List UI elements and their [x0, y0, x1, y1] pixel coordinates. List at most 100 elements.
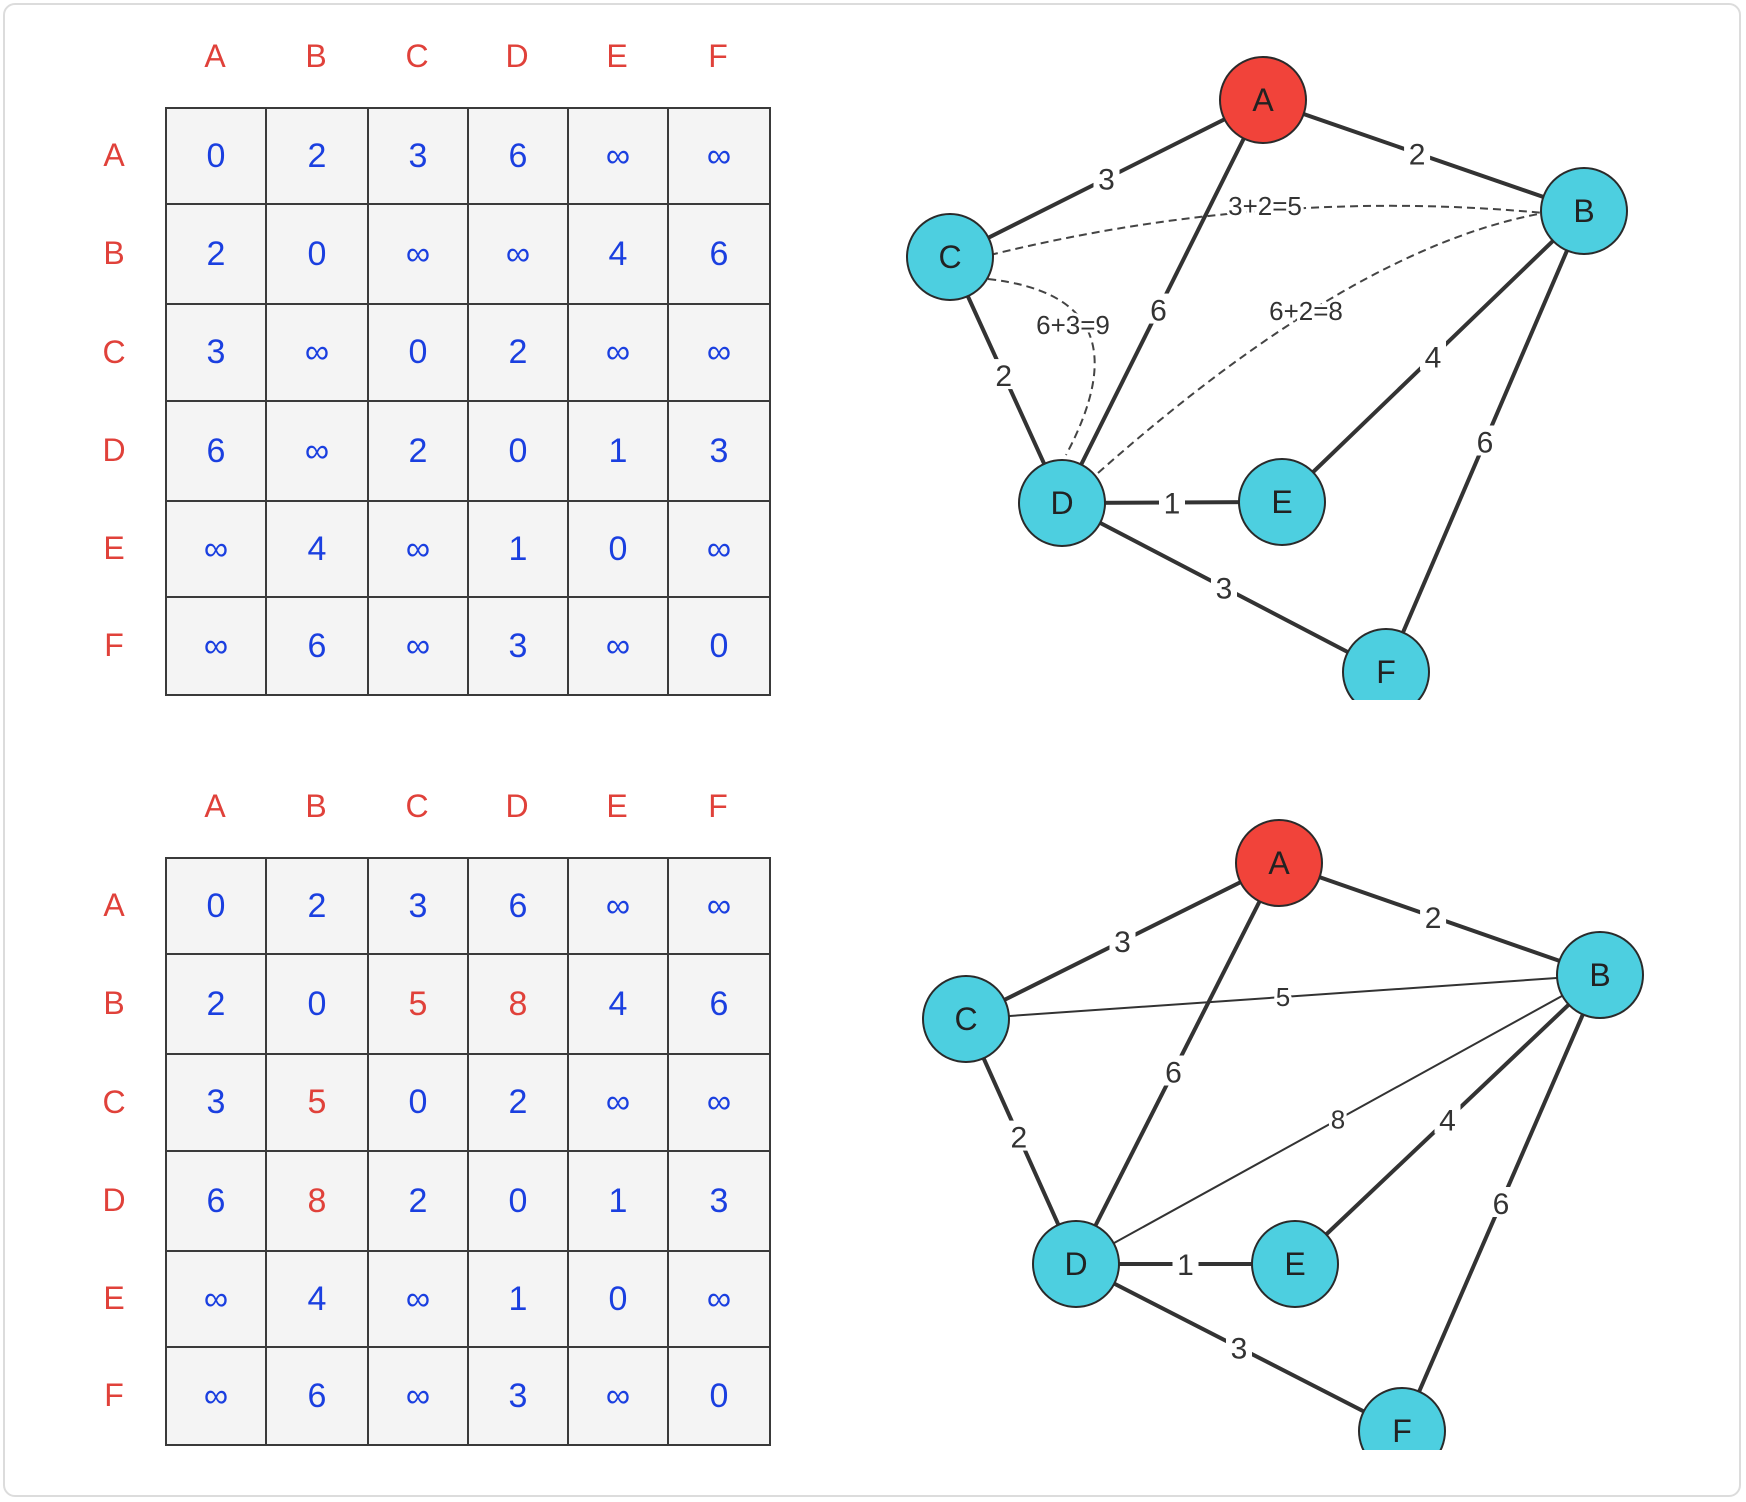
- top-matrix-cell-fb: 6: [265, 596, 369, 696]
- bottom-graph-edge-weight-cd: 2: [1010, 1122, 1027, 1155]
- top-matrix-cell-de: 1: [567, 400, 669, 502]
- top-graph-node-label-c: C: [938, 239, 961, 275]
- top-matrix-cell-ee: 0: [567, 500, 669, 598]
- bottom-graph-edge-weight-be-bg: [1434, 1103, 1461, 1134]
- bottom-matrix-col-header-d: D: [505, 788, 529, 824]
- top-matrix-cell-ea: ∞: [165, 500, 267, 598]
- bottom-graph-new-edge-cb: [965, 974, 1601, 1020]
- top-matrix-cell-ba: 2: [165, 203, 267, 305]
- top-matrix-cell-ef: ∞: [667, 500, 771, 598]
- top-matrix-cell-ff: 0: [667, 596, 771, 696]
- top-matrix-cell-fe: ∞: [567, 596, 669, 696]
- top-matrix-cell-ed: 1: [467, 500, 569, 598]
- top-matrix-row-header-d: D: [102, 432, 126, 468]
- bottom-matrix-cell-cf: ∞: [667, 1053, 771, 1152]
- bottom-graph-node-label-d: D: [1064, 1246, 1087, 1282]
- bottom-graph-node-e: [1251, 1220, 1339, 1308]
- bottom-matrix-cell-fc: ∞: [367, 1346, 469, 1446]
- top-graph-dashed-path-cd: [987, 278, 1096, 456]
- top-matrix-cell-bc: ∞: [367, 203, 469, 305]
- bottom-graph-edge-weight-de-bg: [1172, 1248, 1199, 1278]
- bottom-matrix-cell-fd: 3: [467, 1346, 569, 1446]
- bottom-graph-node-label-c: C: [954, 1001, 977, 1037]
- bottom-matrix-cell-cb: 5: [265, 1053, 369, 1152]
- bottom-matrix-cell-bf: 6: [667, 953, 771, 1055]
- bottom-matrix-cell-fb: 6: [265, 1346, 369, 1446]
- bottom-matrix-cell-ab: 2: [265, 857, 369, 955]
- bottom-graph-new-edge-db: [1075, 974, 1601, 1265]
- bottom-graph-edge-weight-bf-bg: [1488, 1187, 1514, 1217]
- bottom-matrix-cell-be: 4: [567, 953, 669, 1055]
- top-graph-edge-weight-cd-bg: [990, 359, 1017, 390]
- bottom-matrix-cell-de: 1: [567, 1150, 669, 1252]
- top-graph-dashed-label-cd: 6+3=9: [1036, 310, 1110, 340]
- top-matrix-cell-ec: ∞: [367, 500, 469, 598]
- top-matrix-cell-da: 6: [165, 400, 267, 502]
- bottom-matrix-col-header-f: F: [708, 788, 728, 824]
- bottom-matrix-cell-da: 6: [165, 1150, 267, 1252]
- top-graph-edge-weight-bf-bg: [1472, 425, 1498, 456]
- bottom-graph-node-d: [1032, 1220, 1120, 1308]
- top-graph-node-label-e: E: [1271, 484, 1292, 520]
- bottom-matrix-cell-bd: 8: [467, 953, 569, 1055]
- top-matrix-cell-cf: ∞: [667, 303, 771, 402]
- top-graph-node-a: [1219, 56, 1307, 144]
- top-matrix-row-header-c: C: [102, 333, 126, 370]
- top-matrix-cell-db: ∞: [265, 400, 369, 502]
- top-matrix-col-header-b: B: [305, 38, 327, 74]
- top-graph-edge-weight-ac-bg: [1093, 162, 1120, 193]
- bottom-graph-node-label-e: E: [1284, 1246, 1305, 1282]
- bottom-graph-node-f: [1358, 1387, 1446, 1450]
- top-graph-node-f: [1342, 628, 1430, 700]
- bottom-matrix-cell-aa: 0: [165, 857, 267, 955]
- bottom-matrix-row-header-c: C: [102, 1083, 126, 1120]
- top-matrix-cell-ca: 3: [165, 303, 267, 402]
- bottom-matrix-cell-ae: ∞: [567, 857, 669, 955]
- bottom-graph-edge-weight-ac: 3: [1114, 926, 1131, 959]
- top-matrix-cell-fc: ∞: [367, 596, 469, 696]
- top-matrix-cell-af: ∞: [667, 107, 771, 205]
- bottom-matrix-col-header-e: E: [606, 788, 628, 824]
- bottom-matrix-cell-ad: 6: [467, 857, 569, 955]
- bottom-matrix-cell-fe: ∞: [567, 1346, 669, 1446]
- bottom-graph-edge-weight-ad: 6: [1165, 1057, 1182, 1090]
- bottom-matrix-cell-ef: ∞: [667, 1250, 771, 1348]
- top-matrix-cell-cc: 0: [367, 303, 469, 402]
- bottom-matrix-cell-ee: 0: [567, 1250, 669, 1348]
- top-graph-edge-weight-bf: 6: [1477, 427, 1494, 460]
- top-matrix-cell-fa: ∞: [165, 596, 267, 696]
- top-graph-node-label-a: A: [1252, 82, 1274, 118]
- bottom-matrix-row-header-f: F: [104, 1377, 124, 1413]
- bottom-graph-node-label-a: A: [1268, 845, 1290, 881]
- bottom-matrix-cell-bc: 5: [367, 953, 469, 1055]
- top-graph-edge-weight-cd: 2: [995, 360, 1012, 393]
- bottom-graph-node-label-f: F: [1392, 1413, 1412, 1449]
- top-matrix-cell-eb: 4: [265, 500, 369, 598]
- top-matrix-cell-bd: ∞: [467, 203, 569, 305]
- bottom-matrix-cell-fa: ∞: [165, 1346, 267, 1446]
- bottom-graph-node-c: [922, 975, 1010, 1063]
- bottom-graph-new-edge-weight-cb: 5: [1276, 982, 1290, 1012]
- top-matrix-row-header-a: A: [103, 137, 125, 173]
- bottom-graph-edge-weight-df: 3: [1231, 1333, 1248, 1366]
- top-matrix-cell-ce: ∞: [567, 303, 669, 402]
- top-matrix-cell-dc: 2: [367, 400, 469, 502]
- bottom-matrix-cell-ea: ∞: [165, 1250, 267, 1348]
- top-graph-node-d: [1018, 459, 1106, 547]
- top-graph-dashed-label-cb: 3+2=5: [1228, 191, 1302, 221]
- top-graph-node-c: [906, 213, 994, 301]
- top-matrix-cell-ac: 3: [367, 107, 469, 205]
- bottom-matrix-row-header-d: D: [102, 1182, 126, 1218]
- bottom-matrix-cell-ba: 2: [165, 953, 267, 1055]
- top-matrix-cell-fd: 3: [467, 596, 569, 696]
- bottom-matrix-cell-df: 3: [667, 1150, 771, 1252]
- top-matrix-row-header-e: E: [103, 530, 125, 566]
- top-matrix-cell-bb: 0: [265, 203, 369, 305]
- top-graph-edge-weight-ad-bg: [1145, 293, 1172, 324]
- top-matrix-cell-df: 3: [667, 400, 771, 502]
- bottom-matrix-col-header-b: B: [305, 788, 327, 824]
- bottom-matrix-col-header-c: C: [405, 788, 429, 824]
